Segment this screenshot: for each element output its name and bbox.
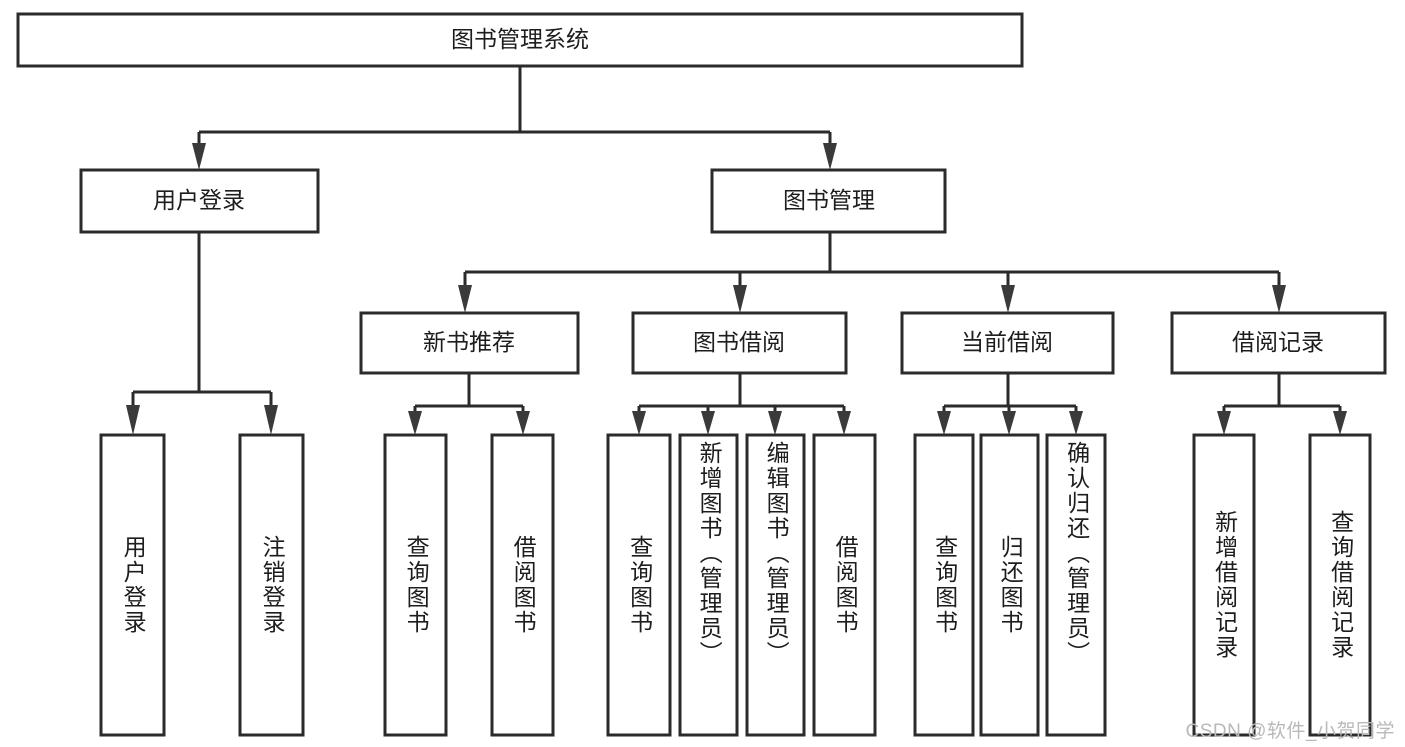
node-book-management[interactable]: 图书管理 (710, 168, 947, 234)
node-new-book-recommend-label: 新书推荐 (423, 329, 515, 355)
leaf-box-borrow-book-2[interactable] (812, 433, 877, 737)
arrow-head-borrow-record (1272, 285, 1286, 313)
leaf-box-query-book-2[interactable] (606, 433, 672, 737)
arrow-head-book-borrow (733, 285, 747, 313)
node-root-system-label: 图书管理系统 (451, 26, 589, 52)
arrow-head-leaf-add-record (1217, 411, 1231, 435)
leaf-box-confirm-return[interactable] (1045, 433, 1107, 737)
arrow-head-leaf-query-book-1 (408, 411, 422, 435)
node-root-system-box[interactable] (16, 12, 1024, 68)
leaf-box-query-book-1[interactable] (383, 433, 448, 737)
arrow-head-leaf-user-login (126, 405, 140, 435)
node-book-borrow-label: 图书借阅 (693, 329, 785, 355)
leaf-box-query-book-3[interactable] (913, 433, 975, 737)
arrow-head-leaf-logout (264, 405, 278, 435)
arrow-head-leaf-borrow-book-2 (837, 411, 851, 435)
arrow-head-leaf-edit-book (768, 411, 782, 435)
node-book-borrow-box[interactable] (631, 311, 848, 375)
node-user-login-box[interactable] (79, 168, 320, 234)
node-current-borrow[interactable]: 当前借阅 (900, 311, 1115, 375)
arrow-head-current-borrow (1001, 285, 1015, 313)
arrow-head-leaf-add-book (701, 411, 715, 435)
node-new-book-recommend-box[interactable] (359, 311, 580, 375)
csdn-watermark: CSDN @软件_小贺同学 (1185, 721, 1395, 742)
leaf-box-query-record[interactable] (1308, 433, 1372, 737)
leaf-box-add-record[interactable] (1192, 433, 1256, 737)
arrow-head-leaf-query-record (1333, 411, 1347, 435)
node-root-system[interactable]: 图书管理系统 (16, 12, 1024, 68)
node-borrow-record-box[interactable] (1170, 311, 1387, 375)
arrow-head-to-user-login (192, 143, 206, 170)
connector-layer (126, 66, 1347, 435)
leaf-box-borrow-book-1[interactable] (490, 433, 555, 737)
node-borrow-record-label: 借阅记录 (1232, 329, 1324, 355)
arrow-head-leaf-query-book-3 (937, 411, 951, 435)
node-book-management-label: 图书管理 (783, 187, 875, 213)
node-layer: 图书管理系统 用户登录 图书管理 新书推荐 图书借阅 (16, 12, 1387, 737)
leaf-box-return-book[interactable] (979, 433, 1040, 737)
leaf-box-add-book[interactable] (678, 433, 739, 737)
arrow-head-leaf-return-book (1002, 411, 1016, 435)
arrow-head-to-book-management (823, 143, 837, 170)
leaf-box-user-login[interactable] (99, 433, 166, 737)
node-new-book-recommend[interactable]: 新书推荐 (359, 311, 580, 375)
node-user-login[interactable]: 用户登录 (79, 168, 320, 234)
arrow-head-leaf-query-book-2 (632, 411, 646, 435)
node-user-login-label: 用户登录 (153, 187, 245, 213)
leaf-box-edit-book[interactable] (745, 433, 806, 737)
node-borrow-record[interactable]: 借阅记录 (1170, 311, 1387, 375)
node-book-management-box[interactable] (710, 168, 947, 234)
node-book-borrow[interactable]: 图书借阅 (631, 311, 848, 375)
arrow-head-new-book-recommend (458, 285, 472, 313)
arrow-head-leaf-borrow-book-1 (516, 411, 530, 435)
node-current-borrow-box[interactable] (900, 311, 1115, 375)
arrow-head-leaf-confirm-return (1069, 411, 1083, 435)
leaf-box-logout[interactable] (238, 433, 305, 737)
node-current-borrow-label: 当前借阅 (961, 329, 1053, 355)
